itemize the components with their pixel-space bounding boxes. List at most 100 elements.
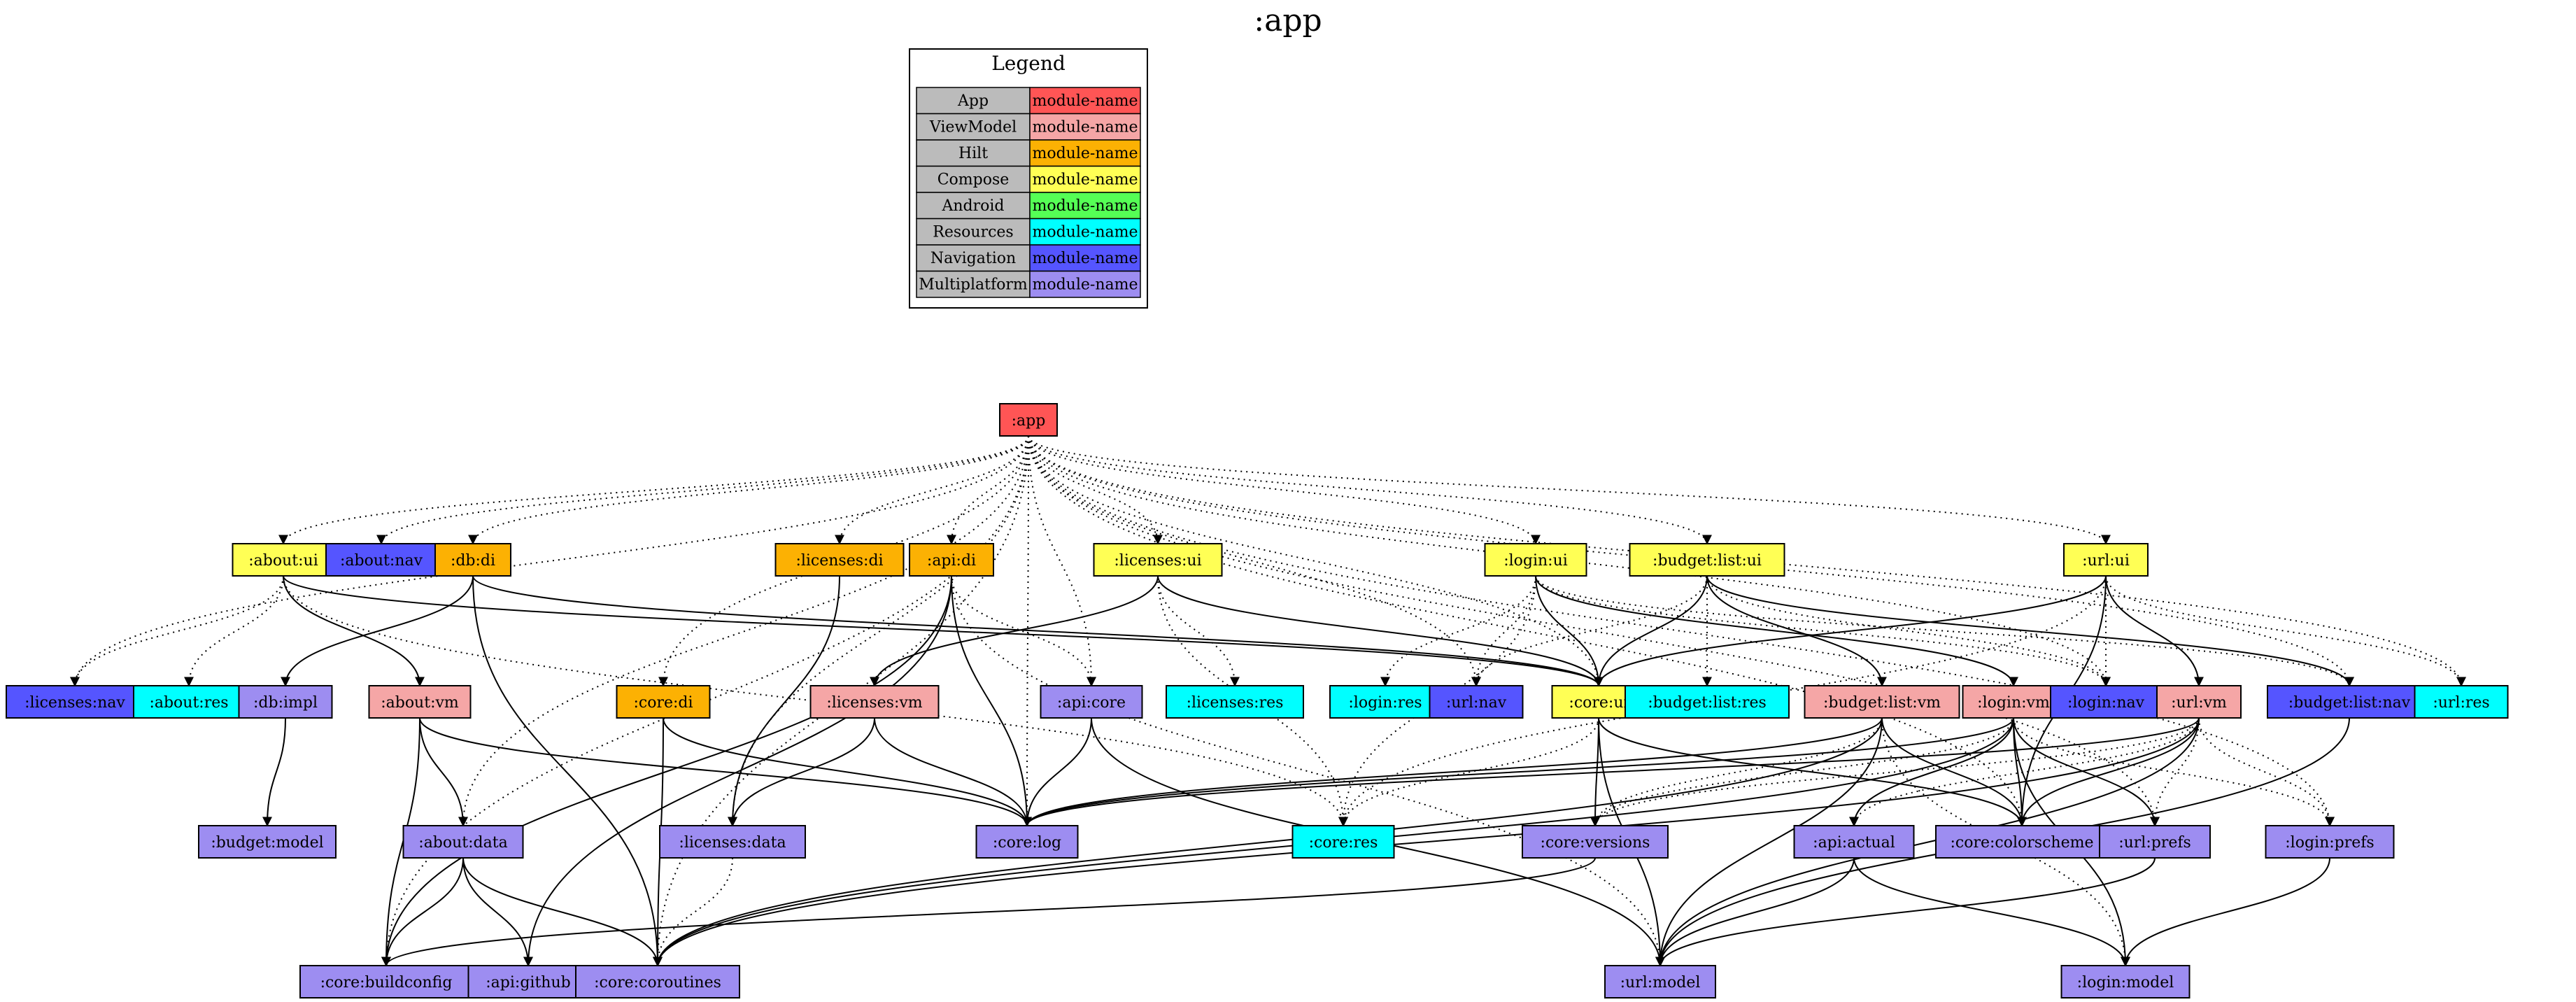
node-licenses-nav[interactable]: :licenses:nav — [6, 685, 144, 719]
node-budget-list-res[interactable]: :budget:list:res — [1625, 685, 1790, 719]
node-box-budget-model — [198, 825, 337, 859]
edge-licenses-ui-to-core-ui — [1157, 575, 1604, 687]
node-licenses-res[interactable]: :licenses:res — [1166, 685, 1304, 719]
node-box-licenses-vm — [809, 685, 940, 719]
node-label-login-ui: :login:ui — [1503, 552, 1568, 570]
node-url-vm[interactable]: :url:vm — [2156, 685, 2242, 719]
node-budget-list-nav[interactable]: :budget:list:nav — [2267, 685, 2432, 719]
node-login-nav[interactable]: :login:nav — [2050, 685, 2162, 719]
edge-about-vm-to-about-data — [419, 717, 468, 827]
legend-label-navigation: Navigation — [930, 250, 1016, 267]
edge-core-di-to-core-log — [663, 717, 1032, 827]
node-core-versions[interactable]: :core:versions — [1522, 825, 1669, 859]
edge-url-prefs-to-url-model — [1655, 857, 2156, 967]
node-licenses-ui[interactable]: :licenses:ui — [1093, 543, 1223, 577]
node-url-res[interactable]: :url:res — [2414, 685, 2509, 719]
node-api-di[interactable]: :api:di — [909, 543, 994, 577]
node-login-vm[interactable]: :login:vm — [1962, 685, 2065, 719]
node-core-coroutines[interactable]: :core:coroutines — [575, 965, 740, 999]
node-box-about-vm — [368, 685, 472, 719]
node-label-login-nav: :login:nav — [2067, 694, 2145, 712]
legend-label-cell-multiplatform — [916, 270, 1031, 298]
node-url-model[interactable]: :url:model — [1604, 965, 1716, 999]
node-about-data[interactable]: :about:data — [402, 825, 524, 859]
node-box-about-nav — [325, 543, 437, 577]
node-label-licenses-ui: :licenses:ui — [1114, 552, 1201, 570]
edge-app-to-db-di — [468, 435, 1029, 545]
node-core-colorscheme[interactable]: :core:colorscheme — [1935, 825, 2109, 859]
edge-budget-list-ui-to-core-ui — [1594, 575, 1708, 687]
edge-app-to-core-di — [658, 435, 1029, 687]
node-url-ui[interactable]: :url:ui — [2063, 543, 2149, 577]
node-label-budget-list-res: :budget:list:res — [1648, 694, 1767, 712]
node-app[interactable]: :app — [999, 403, 1058, 437]
edge-url-vm-to-login-prefs — [2198, 717, 2335, 827]
edge-about-data-to-core-buildconfig — [381, 857, 464, 967]
node-core-di[interactable]: :core:di — [616, 685, 711, 719]
node-url-prefs[interactable]: :url:prefs — [2099, 825, 2211, 859]
node-licenses-data[interactable]: :licenses:data — [659, 825, 806, 859]
node-label-about-res: :about:res — [149, 694, 228, 712]
legend-swatch-android — [1029, 192, 1141, 220]
node-label-about-nav: :about:nav — [340, 552, 423, 570]
node-box-login-ui — [1484, 543, 1587, 577]
node-label-core-versions: :core:versions — [1541, 834, 1650, 852]
edge-db-di-to-core-coroutines — [472, 575, 663, 967]
node-about-nav[interactable]: :about:nav — [325, 543, 437, 577]
edge-login-ui-to-login-res — [1380, 575, 1536, 687]
node-label-url-nav: :url:nav — [1446, 694, 1507, 712]
node-db-impl[interactable]: :db:impl — [238, 685, 333, 719]
node-box-about-res — [133, 685, 245, 719]
node-login-model[interactable]: :login:model — [2060, 965, 2191, 999]
node-api-actual[interactable]: :api:actual — [1793, 825, 1915, 859]
node-label-api-actual: :api:actual — [1813, 834, 1895, 852]
edge-budget-list-vm-to-core-coroutines — [653, 717, 1883, 967]
legend-label-resources: Resources — [933, 223, 1013, 241]
edge-login-ui-to-url-nav — [1471, 575, 1536, 687]
node-budget-list-vm[interactable]: :budget:list:vm — [1804, 685, 1960, 719]
edge-licenses-ui-to-licenses-vm — [870, 575, 1159, 687]
node-label-licenses-vm: :licenses:vm — [826, 694, 922, 712]
legend-sample-resources: module-name — [1032, 223, 1138, 241]
node-core-res[interactable]: :core:res — [1291, 825, 1395, 859]
edge-login-vm-to-core-log — [1022, 717, 2014, 827]
node-db-di[interactable]: :db:di — [434, 543, 511, 577]
edge-api-di-to-api-github — [523, 575, 952, 967]
node-api-github[interactable]: :api:github — [467, 965, 589, 999]
node-licenses-vm[interactable]: :licenses:vm — [809, 685, 940, 719]
node-about-res[interactable]: :about:res — [133, 685, 245, 719]
node-core-log[interactable]: :core:log — [975, 825, 1079, 859]
node-label-about-vm: :about:vm — [381, 694, 459, 712]
node-login-prefs[interactable]: :login:prefs — [2265, 825, 2395, 859]
edge-login-ui-to-budget-list-nav — [1535, 575, 2354, 687]
node-box-url-nav — [1429, 685, 1524, 719]
node-label-core-coroutines: :core:coroutines — [594, 974, 721, 992]
node-url-nav[interactable]: :url:nav — [1429, 685, 1524, 719]
edge-url-ui-to-url-vm — [2105, 575, 2204, 687]
node-box-api-actual — [1793, 825, 1915, 859]
node-about-vm[interactable]: :about:vm — [368, 685, 472, 719]
node-label-api-di: :api:di — [927, 552, 976, 570]
graph-title: :app — [1254, 3, 1322, 38]
edge-app-to-login-ui — [1028, 435, 1541, 545]
edge-app-to-budget-list-ui — [1028, 435, 1712, 545]
node-label-db-impl: :db:impl — [253, 694, 318, 712]
edge-login-vm-to-url-prefs — [2013, 717, 2160, 827]
edge-licenses-di-to-licenses-data — [728, 575, 840, 827]
node-login-ui[interactable]: :login:ui — [1484, 543, 1587, 577]
legend-label-cell-app — [916, 87, 1031, 115]
node-about-ui[interactable]: :about:ui — [232, 543, 335, 577]
edge-app-to-api-di — [947, 435, 1029, 545]
node-login-res[interactable]: :login:res — [1329, 685, 1441, 719]
node-label-login-model: :login:model — [2077, 974, 2174, 992]
node-label-login-res: :login:res — [1348, 694, 1422, 712]
node-budget-list-ui[interactable]: :budget:list:ui — [1629, 543, 1785, 577]
edge-about-ui-to-licenses-nav — [70, 575, 284, 687]
node-licenses-di[interactable]: :licenses:di — [774, 543, 905, 577]
edge-about-ui-to-about-vm — [283, 575, 425, 687]
node-api-core[interactable]: :api:core — [1040, 685, 1143, 719]
edge-licenses-vm-to-core-log — [874, 717, 1032, 827]
node-budget-model[interactable]: :budget:model — [198, 825, 337, 859]
edge-url-ui-to-url-res — [2105, 575, 2466, 687]
node-core-buildconfig[interactable]: :core:buildconfig — [299, 965, 473, 999]
